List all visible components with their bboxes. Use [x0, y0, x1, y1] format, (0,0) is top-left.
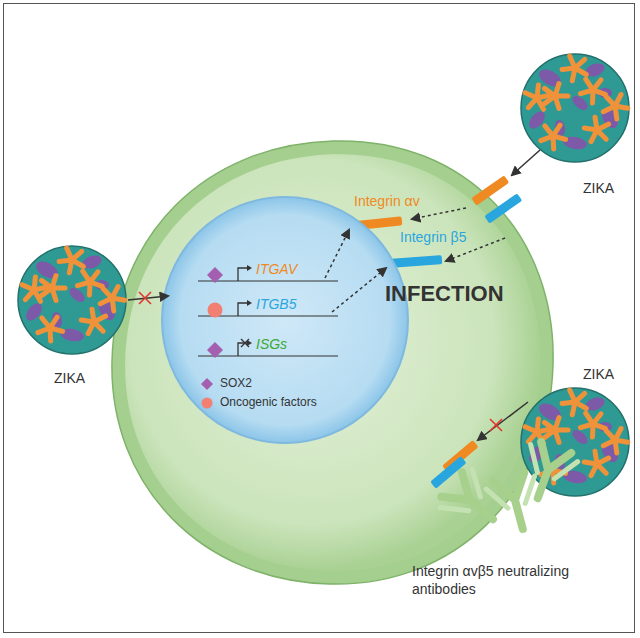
sox2-marker: [207, 342, 223, 358]
expression-arrow: [332, 268, 386, 312]
entry-arrow: [128, 296, 168, 300]
gene-name: ITGB5: [256, 296, 296, 312]
blocked-mark: [490, 419, 502, 431]
virus-label: ZIKA: [583, 366, 614, 382]
gene-line: [198, 280, 338, 281]
expression-arrow: [325, 230, 349, 278]
zika-virus: [521, 54, 629, 162]
virus-label: ZIKA: [583, 180, 614, 196]
legend-swatch: [202, 398, 213, 409]
antibody-label: Integrin αvβ5 neutralizing antibodies: [412, 562, 602, 598]
legend-swatch: [201, 378, 213, 390]
gene-line: [198, 355, 338, 356]
neutralizing-antibody: [485, 470, 547, 535]
entry-arrow: [478, 402, 528, 440]
protein-label: Integrin β5: [400, 229, 466, 245]
protein-label: Integrin αv: [354, 193, 420, 209]
legend-text: SOX2: [220, 376, 252, 390]
nucleus: ITGAV ITGB5ISGsSOX2Oncogenic factors: [160, 195, 410, 445]
gene-name: ITGAV: [256, 261, 297, 277]
neutralizing-antibody: [514, 439, 579, 507]
cytoplasm: [125, 154, 540, 571]
translocation-arrow: [412, 208, 466, 219]
virus-label: ZIKA: [54, 370, 85, 386]
blocked-mark: [139, 292, 151, 304]
oncogenic-marker: [208, 303, 223, 318]
binding-arrow: [512, 150, 540, 175]
integrin-av-receptor: [471, 175, 509, 205]
sox2-marker: [207, 267, 223, 283]
infection-label: INFECTION: [385, 281, 504, 307]
zika-virus: [18, 246, 126, 354]
integrin-b5-protein: [390, 255, 443, 268]
cell-membrane: [112, 141, 553, 584]
gene-name: ISGs: [256, 336, 287, 352]
block-mark: [241, 339, 249, 347]
integrin-b5-receptor: [484, 193, 522, 223]
legend-text: Oncogenic factors: [220, 395, 317, 409]
